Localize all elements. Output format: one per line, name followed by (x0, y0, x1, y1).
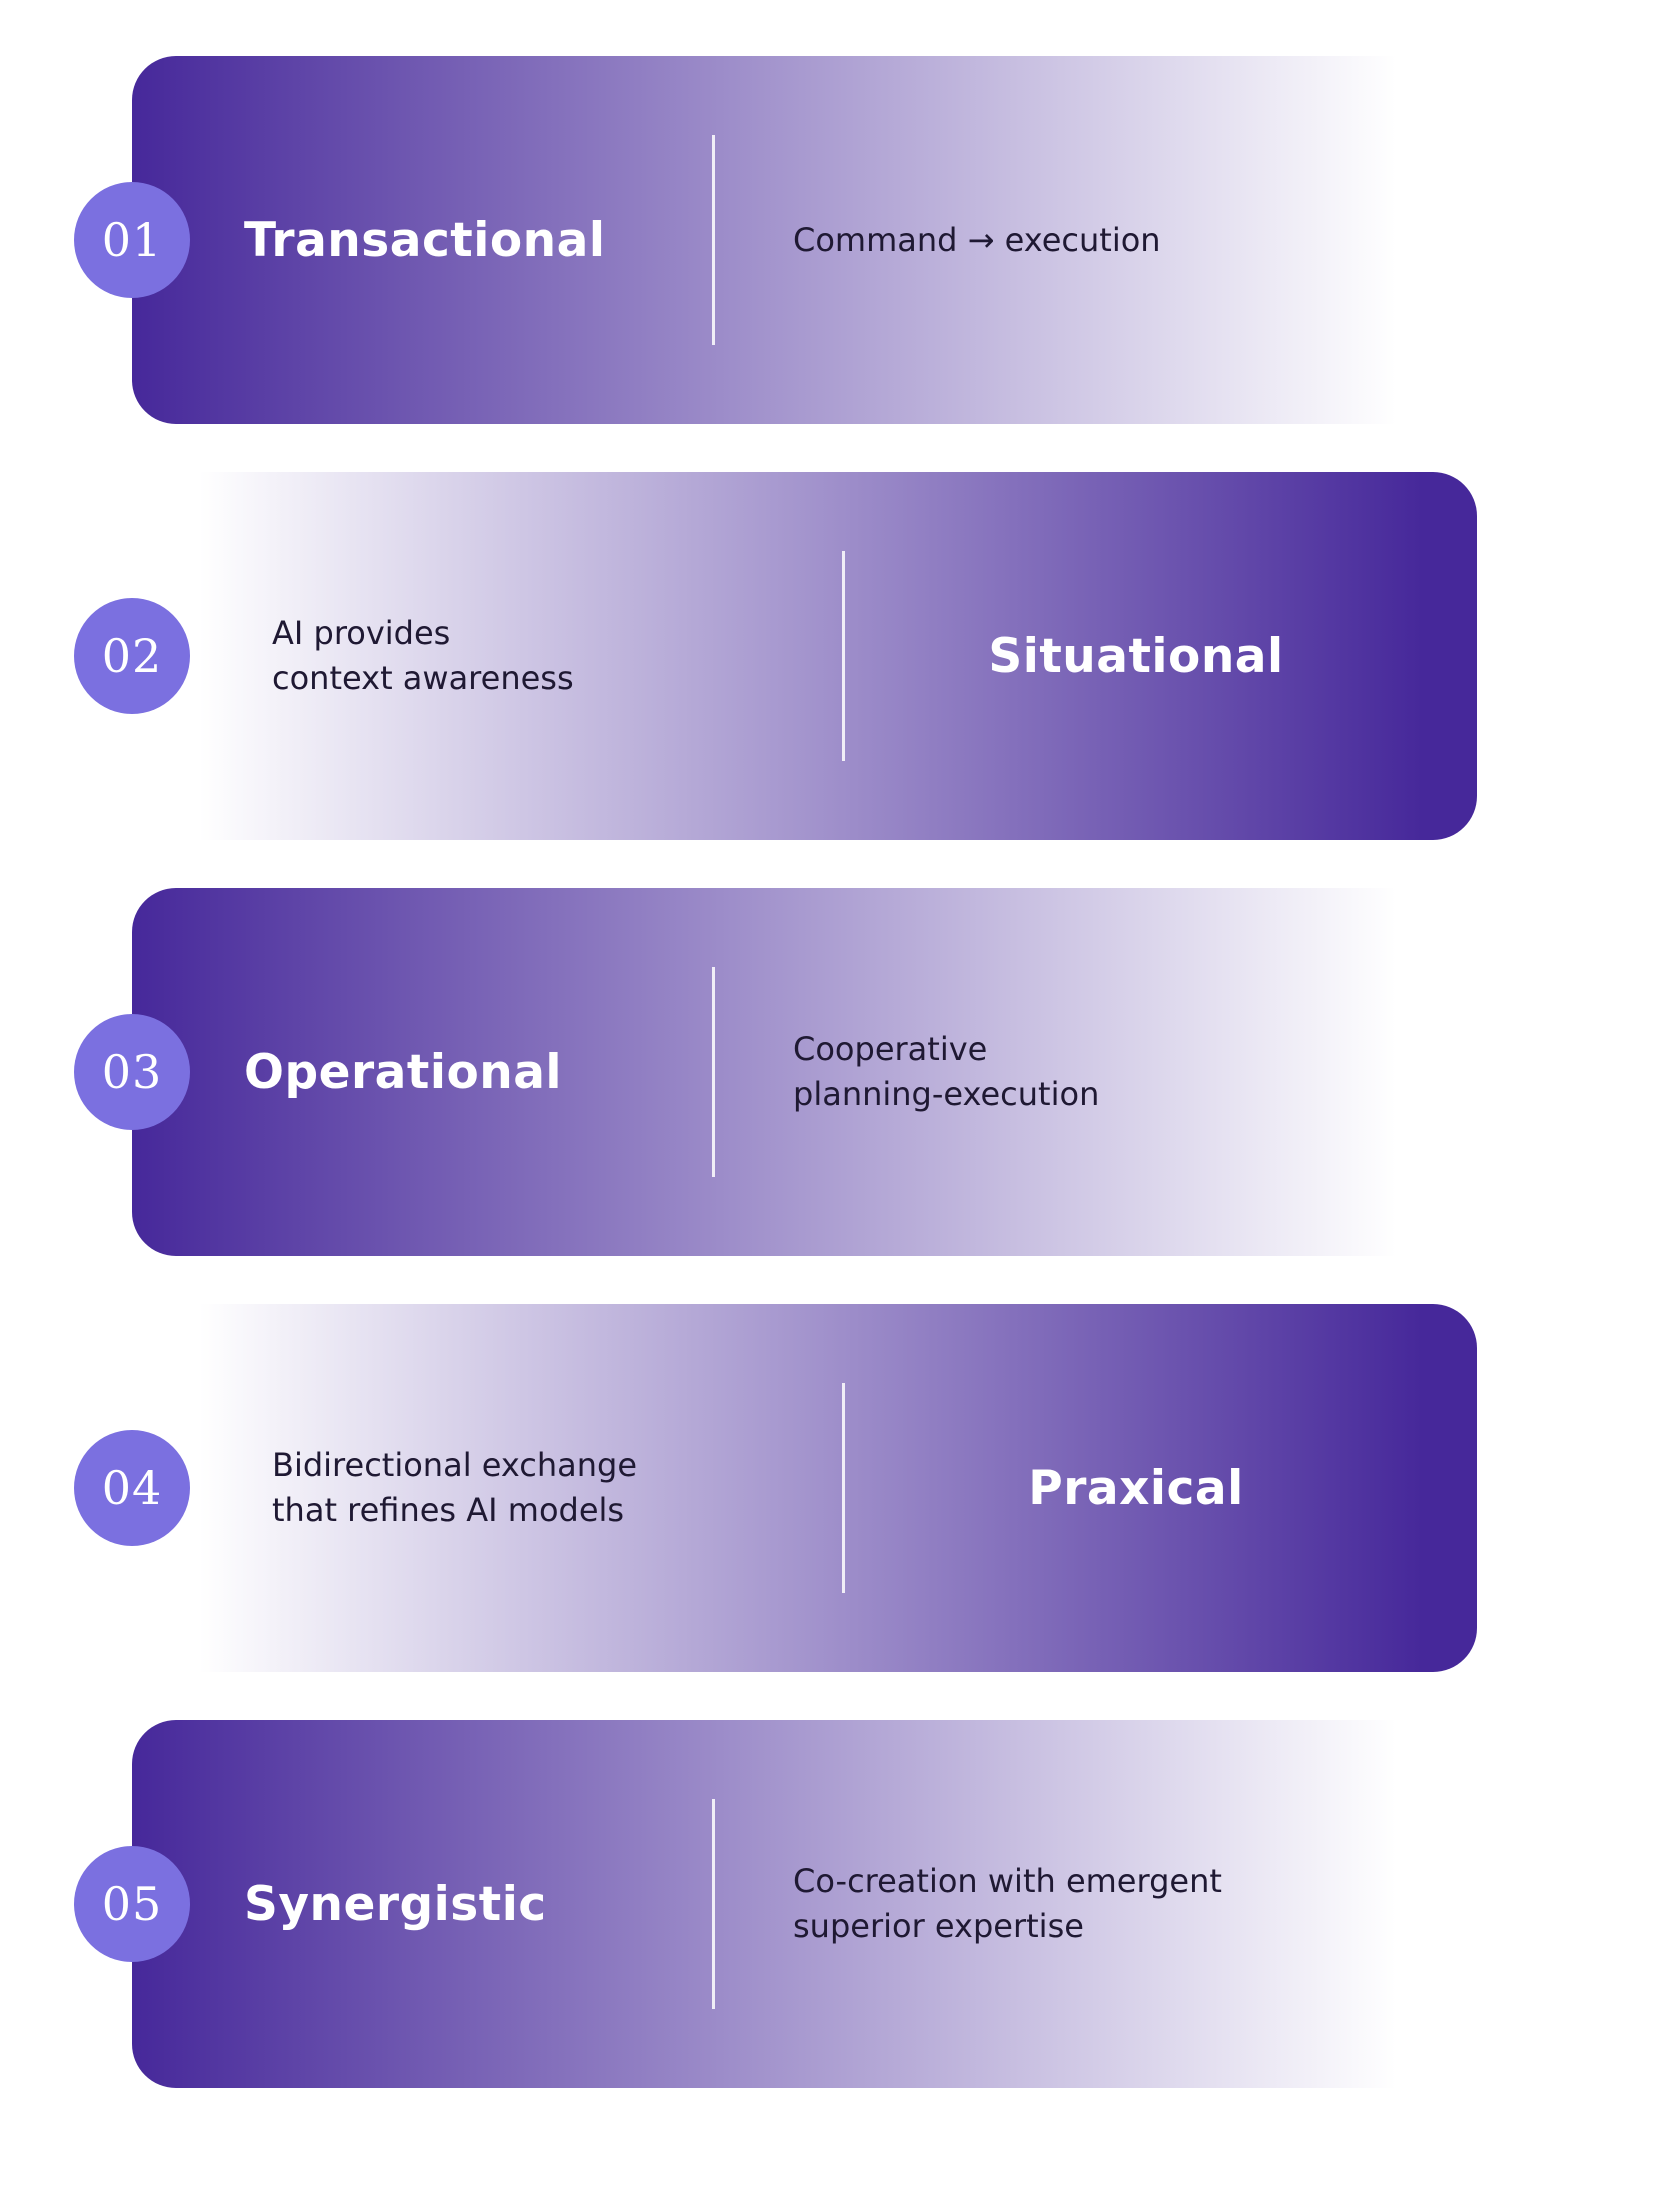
step-title: Transactional (244, 212, 606, 268)
divider-line (712, 967, 715, 1177)
step-description: Bidirectional exchange that refines AI m… (272, 1446, 638, 1529)
step-badge: 03 (74, 1014, 190, 1130)
divider-line (712, 1799, 715, 2009)
step-badge: 01 (74, 182, 190, 298)
divider-line (842, 551, 845, 761)
step-card-situational: 02 AI provides context awareness Situati… (74, 472, 1477, 840)
step-title: Synergistic (244, 1876, 547, 1932)
step-badge: 04 (74, 1430, 190, 1546)
divider-line (712, 135, 715, 345)
step-number: 04 (101, 1461, 163, 1515)
step-card-praxical: 04 Bidirectional exchange that refines A… (74, 1304, 1477, 1672)
step-badge: 05 (74, 1846, 190, 1962)
step-title: Situational (988, 628, 1284, 684)
step-card-synergistic: 05 Synergistic Co-creation with emergent… (74, 1720, 1477, 2088)
step-description: Command → execution (793, 220, 1161, 259)
step-card-operational: 03 Operational Cooperative planning-exec… (74, 888, 1477, 1256)
step-description: Cooperative planning-execution (793, 1030, 1100, 1113)
step-title: Operational (244, 1044, 563, 1100)
step-number: 05 (101, 1877, 163, 1931)
step-card-transactional: 01 Transactional Command → execution (74, 56, 1477, 424)
step-number: 01 (101, 213, 163, 267)
steps-diagram: 01 Transactional Command → execution 02 … (74, 56, 1477, 2088)
step-title: Praxical (1028, 1460, 1244, 1516)
step-number: 03 (101, 1045, 163, 1099)
divider-line (842, 1383, 845, 1593)
step-description: AI provides context awareness (272, 614, 574, 697)
step-description: Co-creation with emergent superior exper… (793, 1862, 1222, 1945)
step-number: 02 (101, 629, 163, 683)
step-badge: 02 (74, 598, 190, 714)
